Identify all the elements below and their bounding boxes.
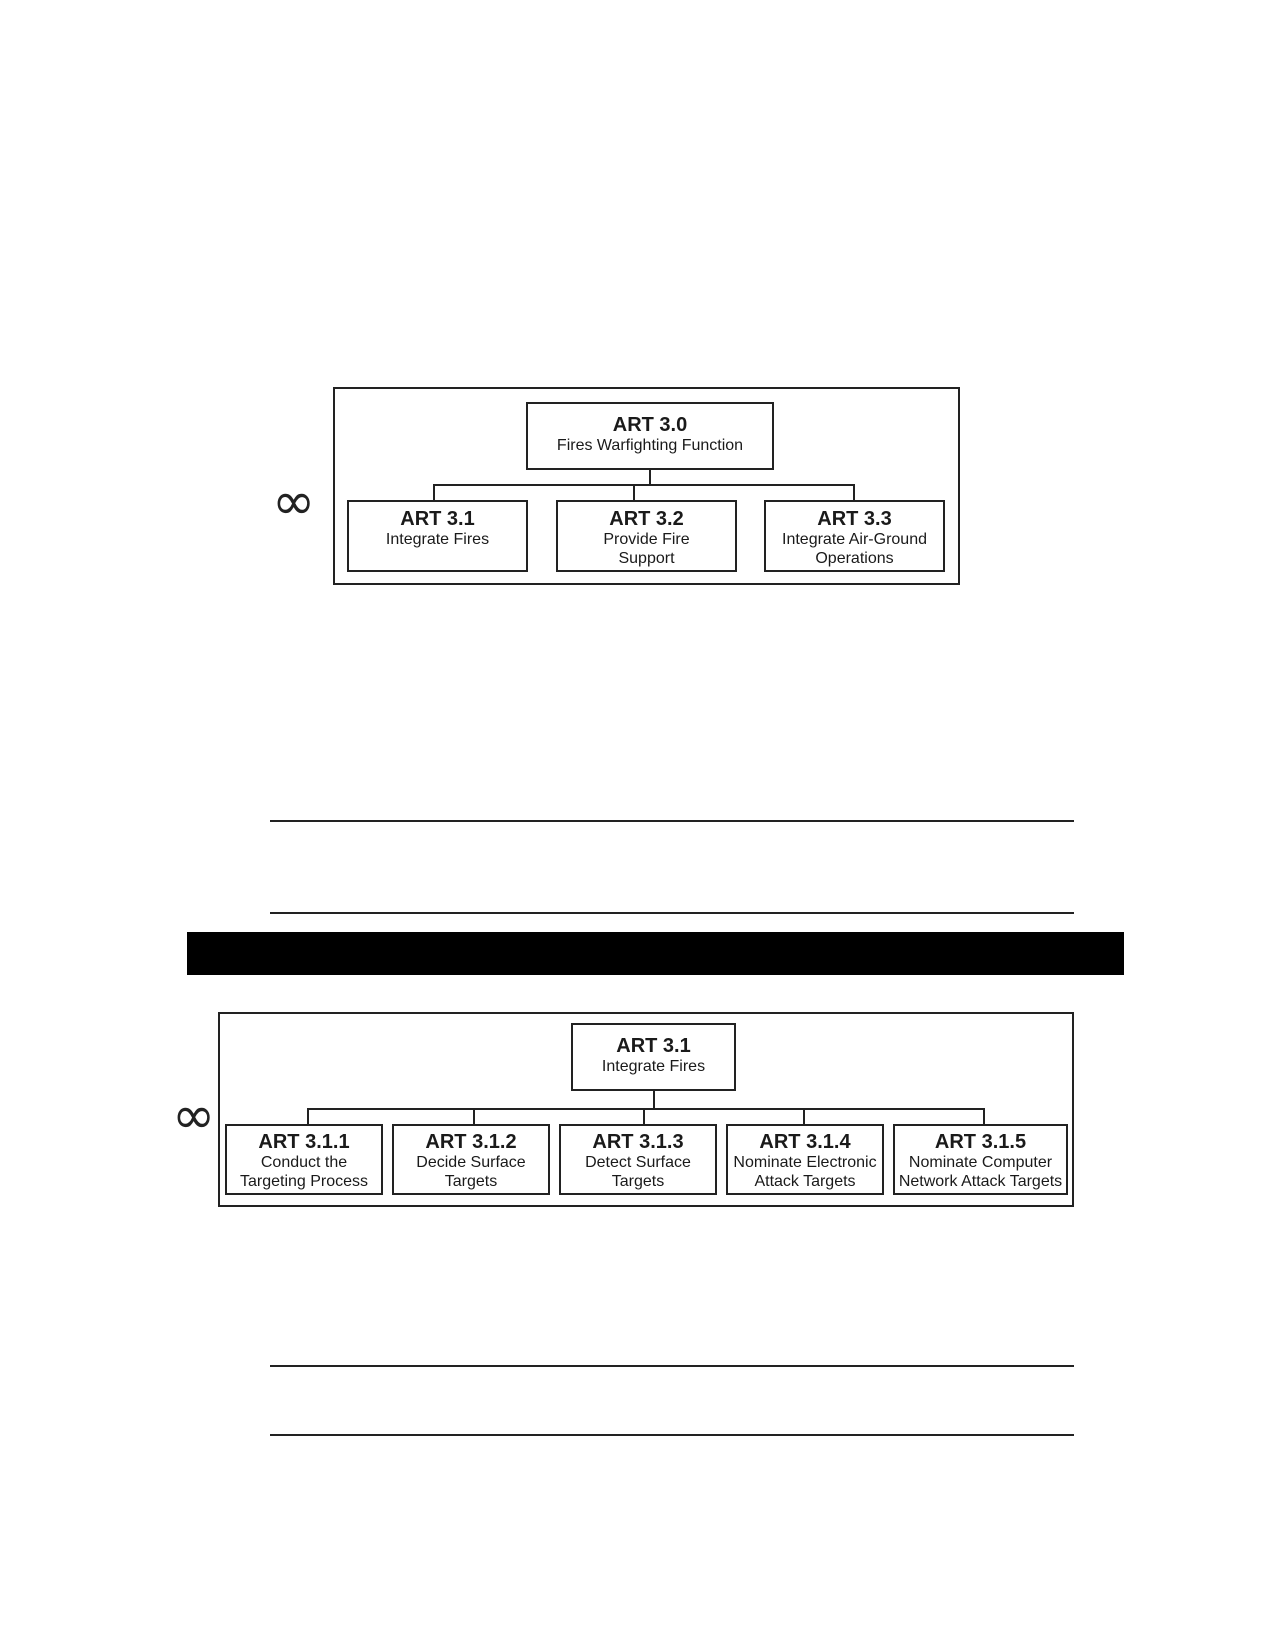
node-code: ART 3.0 [612,414,688,436]
node-code: ART 3.3 [817,508,892,530]
node-code: ART 3.2 [609,508,684,530]
diagram-2-child-node: ART 3.1.3 Detect Surface Targets [559,1124,717,1195]
node-code: ART 3.1 [616,1035,691,1057]
diagram-2-root-connector [653,1091,655,1109]
horizontal-rule [270,1434,1074,1436]
node-label: Integrate Air-Ground Operations [782,531,927,567]
diagram-1-frame [333,387,960,585]
diagram-2-child-connector [307,1108,309,1124]
diagram-1-child-node: ART 3.1 Integrate Fires [347,500,528,572]
node-label: Integrate Fires [385,531,490,548]
diagram-1-child-connector [433,484,435,500]
diagram-1-sibling-connector [433,484,855,486]
node-code: ART 3.1.3 [592,1131,684,1153]
diagram-2-sibling-connector [307,1108,985,1110]
node-label: Conduct the Targeting Process [239,1154,369,1190]
diagram-1-root-node: ART 3.0 Fires Warfighting Function [526,402,774,470]
diagram-1-child-connector [633,484,635,500]
diagram-2-child-connector [643,1108,645,1124]
diagram-1-infinity-icon: ∞ [272,472,316,532]
diagram-2-child-node: ART 3.1.2 Decide Surface Targets [392,1124,550,1195]
node-code: ART 3.1.5 [934,1131,1027,1153]
node-code: ART 3.1.2 [425,1131,517,1153]
diagram-2-root-node: ART 3.1 Integrate Fires [571,1023,736,1091]
diagram-1-child-node: ART 3.2 Provide Fire Support [556,500,737,572]
section-banner [187,932,1124,975]
node-label: Nominate Computer Network Attack Targets [898,1154,1063,1190]
node-label: Decide Surface Targets [416,1154,526,1190]
node-code: ART 3.1.4 [759,1131,851,1153]
diagram-1-child-connector [853,484,855,500]
diagram-2-child-node: ART 3.1.1 Conduct the Targeting Process [225,1124,383,1195]
diagram-2-child-connector [473,1108,475,1124]
horizontal-rule [270,820,1074,822]
diagram-2-frame [218,1012,1074,1207]
diagram-2-child-connector [803,1108,805,1124]
diagram-2-child-connector [983,1108,985,1124]
node-code: ART 3.1 [400,508,475,530]
diagram-1-root-connector [649,470,651,485]
diagram-2-child-node: ART 3.1.5 Nominate Computer Network Atta… [893,1124,1068,1195]
node-code: ART 3.1.1 [258,1131,350,1153]
horizontal-rule [270,1365,1074,1367]
diagram-2-child-node: ART 3.1.4 Nominate Electronic Attack Tar… [726,1124,884,1195]
diagram-2-infinity-icon: ∞ [172,1086,216,1146]
node-label: Nominate Electronic Attack Targets [733,1154,877,1190]
node-label: Fires Warfighting Function [556,437,744,454]
node-label: Integrate Fires [601,1058,706,1075]
node-label: Detect Surface Targets [585,1154,691,1190]
horizontal-rule [270,912,1074,914]
node-label: Provide Fire Support [603,531,690,567]
diagram-1-child-node: ART 3.3 Integrate Air-Ground Operations [764,500,945,572]
